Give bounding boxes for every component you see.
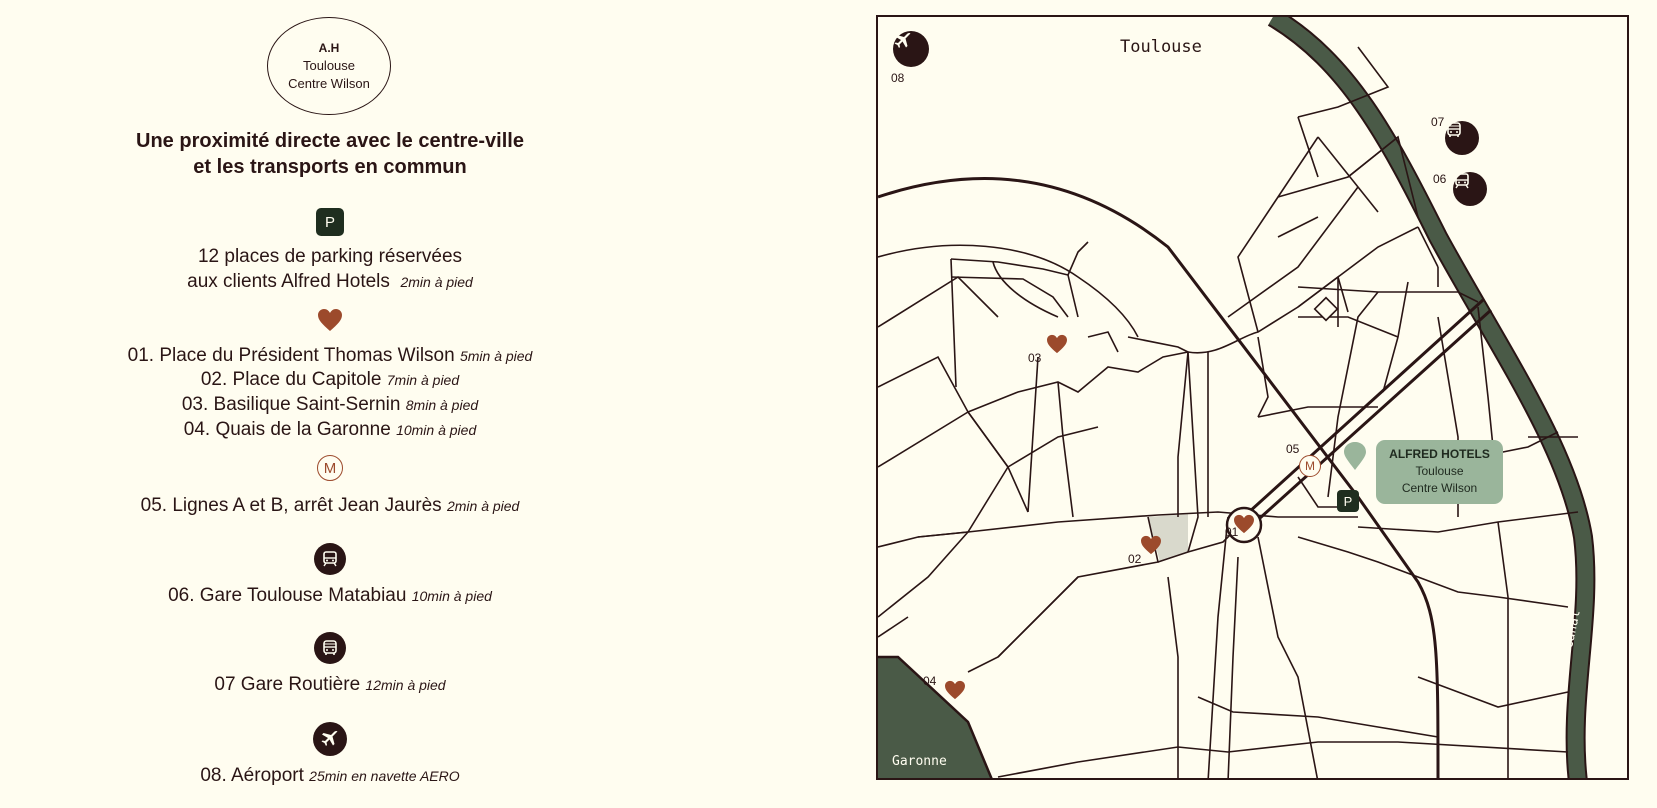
parking-label: aux clients Alfred Hotels [187, 271, 390, 292]
map-pin-03-heart-icon[interactable] [1046, 334, 1068, 356]
airport-label: 08. Aéroport [200, 765, 304, 786]
list-item-train: 06. Gare Toulouse Matabiau 10min à pied [0, 584, 660, 608]
heart-icon [317, 307, 343, 333]
place-01-note: 5min à pied [459, 348, 533, 364]
info-panel: A.H Toulouse Centre Wilson Une proximité… [0, 0, 660, 808]
train-note: 10min à pied [411, 588, 492, 604]
list-item-place-03: 03. Basilique Saint-Sernin 8min à pied [0, 393, 660, 417]
logo-city: Toulouse [302, 58, 356, 73]
hotel-name: Centre Wilson [1401, 481, 1478, 495]
headline-line-1: Une proximité directe avec le centre-vil… [136, 130, 524, 152]
parking-note: 2min à pied [400, 274, 473, 290]
train-label: 06. Gare Toulouse Matabiau [168, 585, 407, 606]
place-04-note: 10min à pied [396, 422, 477, 438]
map-pin-05-label: 05 [1286, 442, 1300, 456]
map-pin-03-label: 03 [1028, 351, 1042, 365]
map-pin-07-label: 07 [1431, 115, 1445, 129]
map-streets [878, 17, 1596, 778]
city-map[interactable]: Toulouse Garonne Canal 01 02 03 04 M 05 … [876, 15, 1629, 780]
map-pin-08-plane-icon[interactable] [893, 31, 929, 67]
list-item-place-02: 02. Place du Capitole 7min à pied [0, 368, 660, 392]
metro-note: 2min à pied [446, 498, 520, 514]
page-title: Une proximité directe avec le centre-vil… [0, 128, 660, 180]
list-item-airport: 08. Aéroport 25min en navette AERO [0, 764, 660, 788]
bus-label: 07 Gare Routière [214, 674, 361, 695]
map-parking-icon[interactable]: P [1337, 490, 1359, 512]
map-pin-08-label: 08 [891, 71, 905, 85]
hotel-label-card[interactable]: ALFRED HOTELS Toulouse Centre Wilson [1376, 440, 1503, 504]
hotel-location-pin-icon[interactable] [1343, 441, 1369, 471]
list-item-bus: 07 Gare Routière 12min à pied [0, 673, 660, 697]
logo-mark: A.H [318, 41, 340, 55]
place-02-note: 7min à pied [386, 372, 460, 388]
metro-icon-glyph: M [323, 459, 337, 477]
hotel-brand: ALFRED HOTELS [1389, 447, 1490, 461]
parking-icon-glyph: P [324, 213, 335, 231]
parking-icon: P [316, 208, 344, 236]
parking-line-1: 12 places de parking réservées [197, 246, 463, 267]
metro-label: 05. Lignes A et B, arrêt Jean Jaurès [140, 495, 442, 516]
bus-note: 12min à pied [365, 677, 446, 693]
hotel-logo: A.H Toulouse Centre Wilson [267, 17, 391, 115]
map-pin-04-label: 04 [923, 674, 937, 688]
map-pin-01-label: 01 [1225, 525, 1239, 539]
place-03-label: 03. Basilique Saint-Sernin [181, 394, 401, 415]
map-pin-01-heart-icon[interactable] [1233, 514, 1255, 536]
map-pin-05-metro-icon[interactable]: M [1299, 455, 1321, 477]
headline-line-2: et les transports en commun [193, 156, 467, 178]
map-title: Toulouse [1120, 37, 1202, 57]
place-02-label: 02. Place du Capitole [200, 369, 382, 390]
train-icon [314, 543, 346, 575]
map-pin-02-heart-icon[interactable] [1140, 535, 1162, 557]
list-item-place-04: 04. Quais de la Garonne 10min à pied [0, 418, 660, 442]
place-04-label: 04. Quais de la Garonne [183, 419, 391, 440]
bus-icon [314, 632, 346, 664]
plane-icon [313, 722, 347, 756]
river-label: Garonne [892, 754, 947, 769]
hotel-city: Toulouse [1415, 464, 1464, 478]
map-metro-glyph: M [1305, 459, 1315, 473]
logo-name: Centre Wilson [288, 76, 370, 91]
map-pin-06-train-icon[interactable] [1453, 172, 1487, 206]
map-parking-glyph: P [1343, 493, 1353, 509]
place-03-note: 8min à pied [405, 397, 479, 413]
airport-note: 25min en navette AERO [309, 768, 460, 784]
metro-icon: M [317, 455, 343, 481]
map-pin-07-bus-icon[interactable] [1445, 121, 1479, 155]
place-01-label: 01. Place du Président Thomas Wilson [127, 345, 455, 366]
list-item-metro: 05. Lignes A et B, arrêt Jean Jaurès 2mi… [0, 494, 660, 518]
map-pin-04-heart-icon[interactable] [944, 680, 966, 702]
map-pin-02-label: 02 [1128, 552, 1142, 566]
map-pin-06-label: 06 [1433, 172, 1447, 186]
parking-line-2: aux clients Alfred Hotels 2min à pied [0, 270, 660, 294]
list-item-place-01: 01. Place du Président Thomas Wilson 5mi… [0, 344, 660, 368]
